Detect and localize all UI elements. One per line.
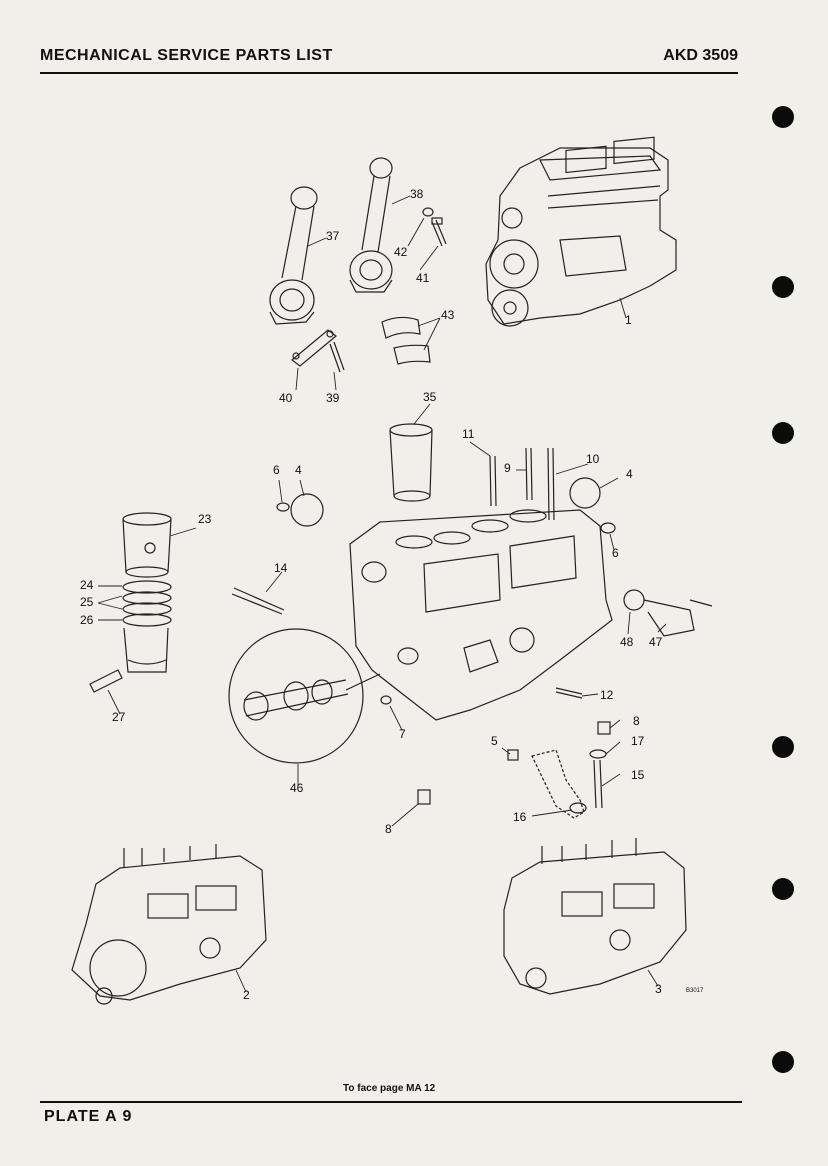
bare-block-2-drawing <box>71 844 267 1005</box>
cylinder-liner-drawing <box>389 423 433 502</box>
callout-41: 41 <box>416 271 430 285</box>
callout-12: 12 <box>600 688 614 702</box>
page-header-title: MECHANICAL SERVICE PARTS LIST <box>40 47 333 64</box>
callout-4-left: 4 <box>295 463 302 477</box>
callout-8-right: 8 <box>633 714 640 728</box>
callout-46: 46 <box>290 781 304 795</box>
callout-27: 27 <box>112 710 126 724</box>
cylinder-block-drawing <box>349 509 613 721</box>
plate-label: PLATE A 9 <box>44 1108 133 1125</box>
callout-1: 1 <box>625 313 632 327</box>
callout-43: 43 <box>441 308 455 322</box>
page-header-code: AKD 3509 <box>663 47 738 64</box>
binder-hole <box>772 106 794 128</box>
binder-hole <box>772 736 794 758</box>
connecting-rod-37-drawing <box>269 186 318 325</box>
callout-6-left: 6 <box>273 463 280 477</box>
callout-48: 48 <box>620 635 634 649</box>
callout-38: 38 <box>410 187 424 201</box>
callout-26: 26 <box>80 613 94 627</box>
callout-9: 9 <box>504 461 511 475</box>
callout-7: 7 <box>399 727 406 741</box>
header-rule <box>40 72 738 74</box>
callout-42: 42 <box>394 245 408 259</box>
binder-hole <box>772 878 794 900</box>
callout-10: 10 <box>586 452 600 466</box>
footer-rule <box>40 1101 742 1103</box>
plate-reference-code: B3017 <box>686 988 704 994</box>
complete-engine-drawing <box>485 136 677 327</box>
callout-40: 40 <box>279 391 293 405</box>
callout-8-left: 8 <box>385 822 392 836</box>
page-caption: To face page MA 12 <box>343 1083 436 1094</box>
binder-hole <box>772 1051 794 1073</box>
callout-16: 16 <box>513 810 527 824</box>
bare-block-3-drawing <box>503 838 687 995</box>
callout-6-right: 6 <box>612 546 619 560</box>
camshaft-detail-drawing <box>228 628 381 764</box>
callout-25: 25 <box>80 595 94 609</box>
callout-2: 2 <box>243 988 250 1002</box>
binder-hole <box>772 422 794 444</box>
callout-35: 35 <box>423 390 437 404</box>
callout-14: 14 <box>274 561 288 575</box>
callout-3: 3 <box>655 982 662 996</box>
callout-24: 24 <box>80 578 94 592</box>
callout-23: 23 <box>198 512 212 526</box>
callout-47: 47 <box>649 635 663 649</box>
piston-drawing <box>122 512 172 578</box>
callout-17: 17 <box>631 734 645 748</box>
binder-hole <box>772 276 794 298</box>
connecting-rod-38-drawing <box>349 157 393 293</box>
callout-15: 15 <box>631 768 645 782</box>
callout-11: 11 <box>462 427 475 441</box>
callout-4-right: 4 <box>626 467 633 481</box>
callout-5: 5 <box>491 734 498 748</box>
callout-37: 37 <box>326 229 340 243</box>
callout-39: 39 <box>326 391 340 405</box>
